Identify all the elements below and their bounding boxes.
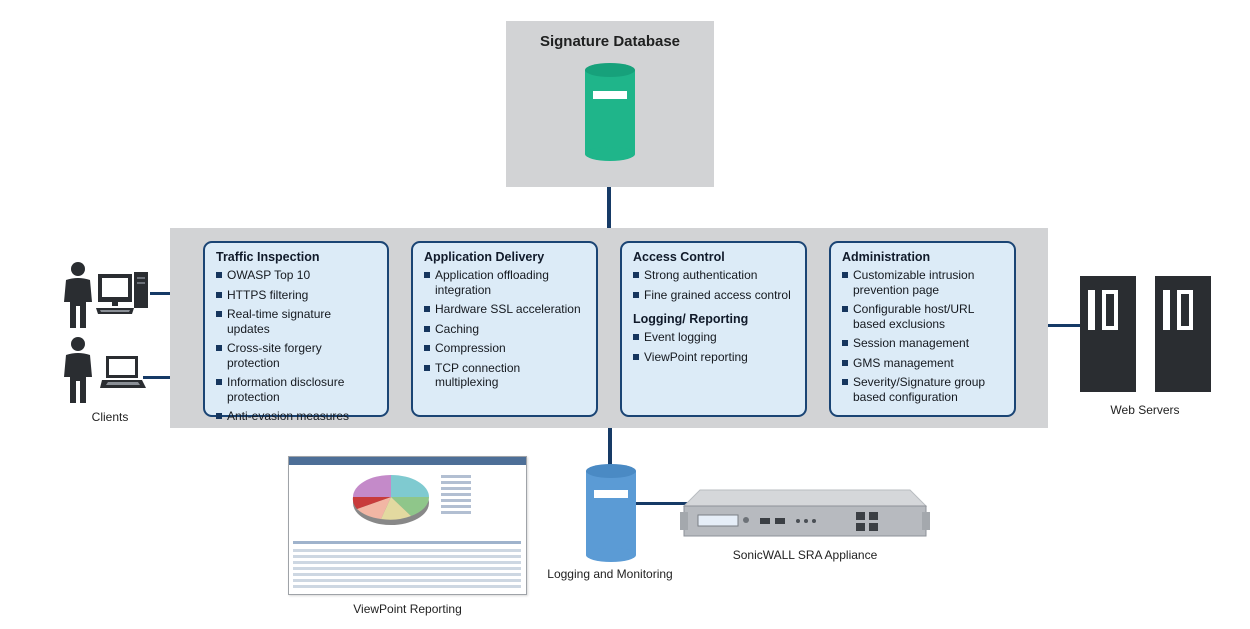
list-item: Strong authentication <box>633 268 795 283</box>
signature-db-title: Signature Database <box>539 33 681 50</box>
list-item: ViewPoint reporting <box>633 350 795 365</box>
table-row <box>293 573 521 576</box>
list-item: OWASP Top 10 <box>216 268 377 283</box>
card-access-control: Access Control Strong authentication Fin… <box>620 241 807 417</box>
card-title: Administration <box>842 250 931 264</box>
card-title: Access Control <box>633 250 725 264</box>
appliance-label: SonicWALL SRA Appliance <box>732 548 878 562</box>
connector-panel-to-logging <box>608 427 612 467</box>
desktop-computer-icon <box>96 272 148 314</box>
list-item: Severity/Signature group based configura… <box>842 375 1004 404</box>
card-title: Application Delivery <box>424 250 545 264</box>
logging-label: Logging and Monitoring <box>547 567 673 581</box>
card-title: Traffic Inspection <box>216 250 320 264</box>
table-row <box>293 549 521 552</box>
list-item: Anti-evasion measures <box>216 409 377 424</box>
table-row <box>293 579 521 582</box>
list-item: Event logging <box>633 330 795 345</box>
person-icon <box>64 337 92 403</box>
signature-db-cylinder-icon <box>585 63 635 161</box>
card-administration: Administration Customizable intrusion pr… <box>829 241 1016 417</box>
table-row <box>293 567 521 570</box>
table-row <box>293 561 521 564</box>
list-item: Fine grained access control <box>633 288 795 303</box>
clients-label: Clients <box>91 410 129 424</box>
card-application-delivery: Application Delivery Application offload… <box>411 241 598 417</box>
viewpoint-label: ViewPoint Reporting <box>353 602 462 616</box>
list-item: Cross-site forgery protection <box>216 341 377 370</box>
table-row <box>293 585 521 588</box>
web-servers-label: Web Servers <box>1110 403 1180 417</box>
list-item: Session management <box>842 336 1004 351</box>
laptop-computer-icon <box>100 356 146 388</box>
connector-logging-to-appliance <box>634 502 698 505</box>
table-row <box>293 555 521 558</box>
list-item: Hardware SSL acceleration <box>424 302 586 317</box>
person-icon <box>64 262 92 328</box>
pie-chart-icon <box>352 475 430 525</box>
server-rack-icon <box>1080 276 1136 392</box>
list-item: Compression <box>424 341 586 356</box>
list-item: GMS management <box>842 356 1004 371</box>
viewpoint-screenshot <box>288 456 527 595</box>
logging-db-cylinder-icon <box>586 464 636 562</box>
rack-appliance-icon <box>680 489 930 537</box>
list-item: Application offloading integration <box>424 268 586 297</box>
list-item: Information disclosure protection <box>216 375 377 404</box>
server-rack-icon <box>1155 276 1211 392</box>
list-item: Configurable host/URL based exclusions <box>842 302 1004 331</box>
list-item: Customizable intrusion prevention page <box>842 268 1004 297</box>
connector-db-to-panel <box>607 160 611 230</box>
card-subtitle: Logging/ Reporting <box>633 312 749 326</box>
list-item: HTTPS filtering <box>216 288 377 303</box>
list-item: TCP connection multiplexing <box>424 361 586 390</box>
list-item: Real-time signature updates <box>216 307 377 336</box>
list-item: Caching <box>424 322 586 337</box>
viewpoint-titlebar <box>289 457 526 465</box>
legend-box <box>441 475 471 519</box>
table-header <box>293 541 521 544</box>
card-traffic-inspection: Traffic Inspection OWASP Top 10 HTTPS fi… <box>203 241 389 423</box>
